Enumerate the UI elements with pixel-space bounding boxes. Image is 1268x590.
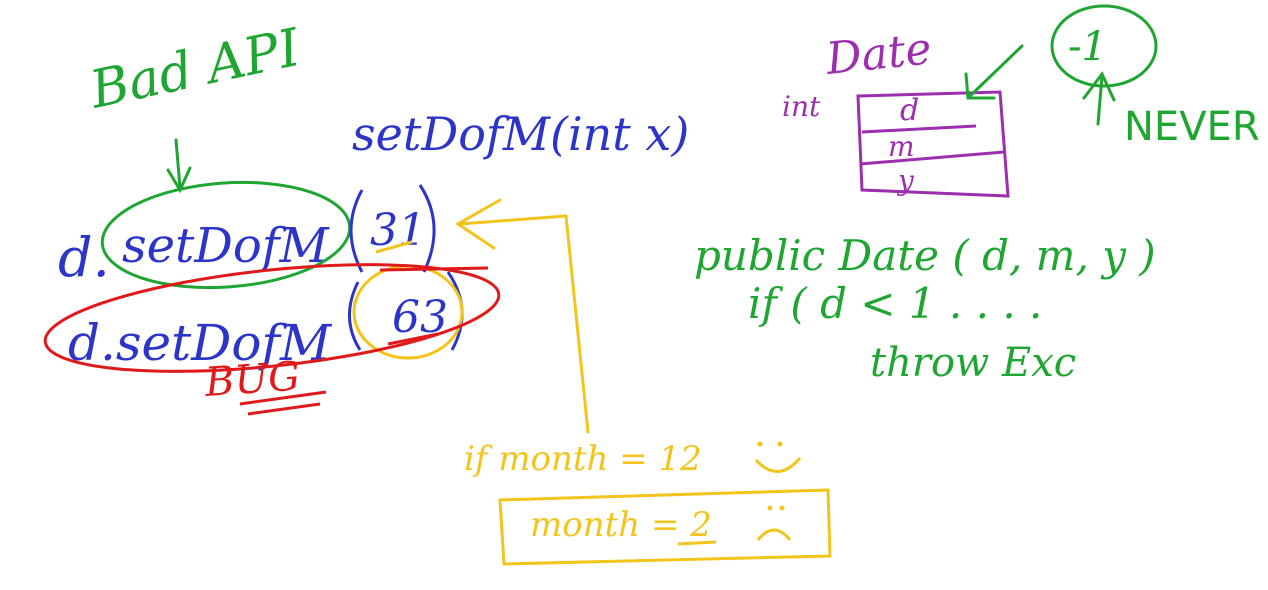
value-underline [677, 540, 717, 546]
class-name: Date [823, 23, 934, 85]
call-ok-arg: 31 [370, 205, 426, 256]
bug-underline [239, 390, 327, 416]
red-circle-bug [43, 263, 501, 373]
throw-line: throw Exc [870, 340, 1076, 386]
open-paren-bug [348, 281, 362, 351]
call-ok-prefix: d. [58, 226, 110, 289]
constructor-line: public Date ( d, m, y ) [694, 231, 1156, 280]
call-ok-method: setDofM [122, 218, 330, 274]
call-bug: d.setDofM [68, 314, 333, 372]
return-circle [1050, 4, 1158, 88]
field-y: y [896, 164, 915, 197]
field-m: m [888, 130, 915, 163]
field-d: d [900, 93, 919, 128]
return-value: -1 [1068, 24, 1107, 70]
close-paren [418, 184, 436, 273]
class-box [856, 90, 1010, 198]
field-type: int [782, 90, 821, 123]
if-month-line: if month = 12 [464, 439, 702, 479]
arrow-up-icon [1082, 71, 1116, 126]
never-label: NEVER [1124, 104, 1260, 150]
month-assign-line: month = 2 [530, 505, 712, 545]
smile-face-icon [754, 441, 802, 473]
arrow-down-icon [166, 138, 192, 194]
call-bug-arg: 63 [392, 292, 448, 343]
arg-underline [375, 240, 413, 254]
month-box [498, 488, 832, 566]
red-top-stroke [379, 266, 489, 272]
arrow-to-field-icon [964, 44, 1024, 100]
method-signature: setDofM(int x) [352, 107, 689, 161]
if-check-line: if ( d < 1 . . . . [748, 279, 1042, 328]
bad-api-note: Bad API [84, 18, 306, 121]
arrow-left-icon [455, 198, 590, 434]
sad-face-icon [756, 505, 792, 541]
open-paren [349, 189, 364, 273]
